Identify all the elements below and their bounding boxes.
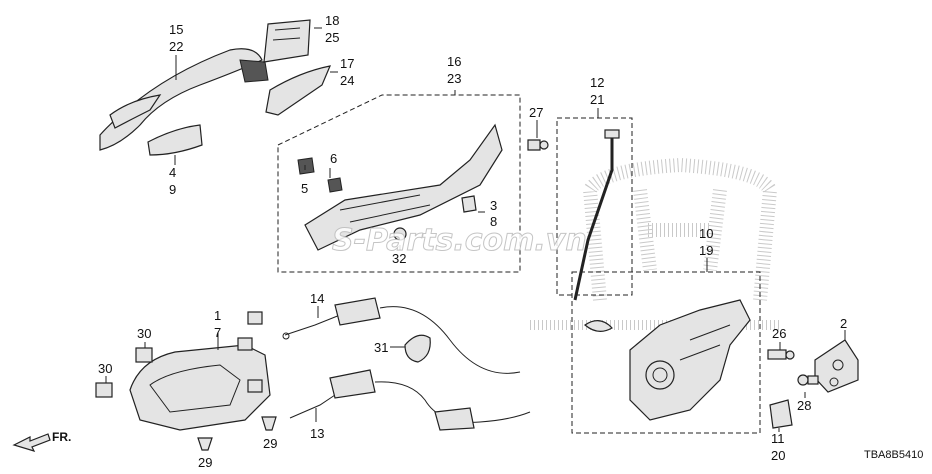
callout-7: 7 (214, 325, 221, 340)
callout-15: 15 (169, 22, 183, 37)
callout-11: 11 (771, 431, 785, 446)
door-lock-assembly (584, 299, 751, 421)
group-box-16 (277, 94, 521, 273)
key-cylinder-cover-4 (147, 124, 203, 156)
callout-16: 16 (447, 54, 461, 69)
bolt-27 (527, 139, 549, 151)
inner-handle-bracket (297, 123, 503, 251)
clip-29-left (197, 437, 213, 451)
callout-18: 18 (325, 13, 339, 28)
callout-13: 13 (310, 426, 324, 441)
inner-handle (129, 311, 271, 431)
callout-30-upper: 30 (137, 326, 151, 341)
outer-handle (99, 48, 269, 151)
diagram-code: TBA8B5410 (864, 449, 923, 461)
callout-23: 23 (447, 71, 461, 86)
callout-4: 4 (169, 165, 176, 180)
clip-29-right (261, 416, 277, 431)
handle-cover-17 (265, 65, 331, 116)
clip-31 (404, 334, 431, 363)
cover-11 (769, 399, 793, 429)
callout-29-right: 29 (263, 436, 277, 451)
callout-labels: 15 22 18 25 17 24 4 9 16 23 6 5 3 8 32 2… (98, 13, 847, 470)
screw-28 (797, 374, 819, 386)
cable-13 (289, 369, 531, 431)
striker (814, 339, 859, 393)
callout-26: 26 (772, 326, 786, 341)
callout-25: 25 (325, 30, 339, 45)
callout-22: 22 (169, 39, 183, 54)
clip-30-upper (135, 347, 153, 363)
lock-rod (573, 129, 620, 301)
leader-lines (105, 27, 846, 432)
group-box-12 (556, 117, 633, 296)
handle-cap-18 (263, 19, 311, 63)
callout-17: 17 (340, 56, 354, 71)
callout-9: 9 (169, 182, 176, 197)
callout-1: 1 (214, 308, 221, 323)
watermark: S-Parts.com.vn (332, 223, 587, 258)
direction-label: FR. (52, 430, 71, 444)
callout-28: 28 (797, 398, 811, 413)
callout-6: 6 (330, 151, 337, 166)
callout-19: 19 (699, 243, 713, 258)
callout-10: 10 (699, 226, 713, 241)
screw-26 (767, 349, 795, 360)
callout-5: 5 (301, 181, 308, 196)
front-direction-arrow: FR. (12, 430, 71, 452)
callout-31: 31 (374, 340, 388, 355)
callout-24: 24 (340, 73, 354, 88)
callout-2: 2 (840, 316, 847, 331)
callout-21: 21 (590, 92, 604, 107)
group-box-10 (571, 271, 761, 434)
callout-12: 12 (590, 75, 604, 90)
cable-14 (282, 297, 521, 374)
callout-32: 32 (392, 251, 406, 266)
callout-3: 3 (490, 198, 497, 213)
callout-30-lower: 30 (98, 361, 112, 376)
callout-27: 27 (529, 105, 543, 120)
callout-8: 8 (490, 214, 497, 229)
callout-20: 20 (771, 448, 785, 463)
clip-30-lower (95, 382, 113, 398)
callout-29-left: 29 (198, 455, 212, 470)
callout-14: 14 (310, 291, 324, 306)
